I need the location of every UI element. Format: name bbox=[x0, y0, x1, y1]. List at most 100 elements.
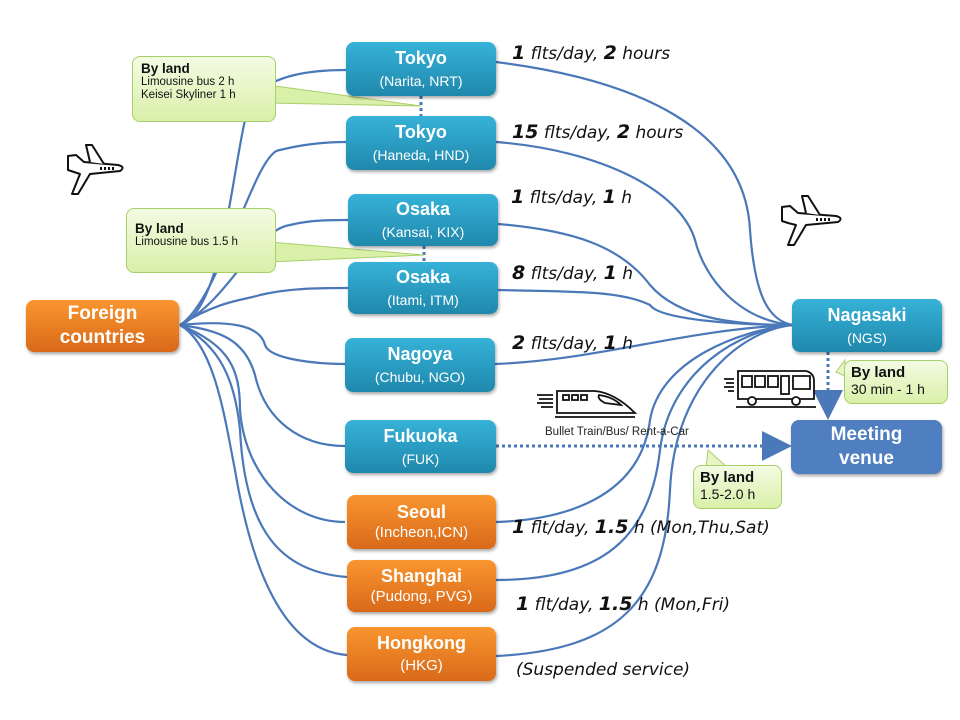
flight-freq-text: flts/day, bbox=[525, 334, 604, 354]
route-hkg-ngs bbox=[495, 323, 793, 658]
flight-duration: 1.5 bbox=[594, 516, 629, 538]
callout-heading: By land bbox=[700, 469, 755, 486]
flight-count: 1 bbox=[511, 186, 525, 208]
flight-freq-text: flts/day, bbox=[538, 123, 617, 143]
callout-line: 1.5-2.0 h bbox=[700, 486, 756, 502]
flight-count: 15 bbox=[512, 121, 539, 143]
flight-count: 1 bbox=[512, 42, 526, 64]
flight-duration-unit: h bbox=[616, 264, 634, 284]
airport-node-fuk[interactable]: Fukuoka (FUK) bbox=[345, 420, 496, 473]
callout-osaka-by-land: By land Limousine bus 1.5 h bbox=[126, 208, 276, 273]
flight-info-itm: 8 flts/day, 1 h bbox=[512, 262, 633, 284]
airport-city: Shanghai bbox=[380, 566, 462, 586]
flight-duration: 1 bbox=[603, 262, 617, 284]
airport-city: Tokyo bbox=[395, 48, 447, 68]
airplane-icon bbox=[67, 144, 124, 195]
origin-label-line1: Foreign bbox=[67, 303, 138, 324]
venue-label-line1: Meeting bbox=[830, 424, 903, 445]
airport-city: Tokyo bbox=[395, 122, 447, 142]
airport-node-ngo[interactable]: Nagoya (Chubu, NGO) bbox=[345, 338, 495, 392]
flight-count: 1 bbox=[516, 593, 530, 615]
callout-line: Keisei Skyliner 1 h bbox=[141, 89, 236, 101]
flight-duration: 1 bbox=[602, 186, 616, 208]
meeting-venue-node[interactable]: Meeting venue bbox=[791, 420, 942, 474]
flight-duration: 2 bbox=[603, 42, 617, 64]
airport-node-hnd[interactable]: Tokyo (Haneda, HND) bbox=[346, 116, 496, 170]
route-ngo-ngs bbox=[494, 323, 793, 366]
flight-info-kix: 1 flts/day, 1 h bbox=[511, 186, 632, 208]
destination-code: (NGS) bbox=[847, 329, 887, 346]
callout-heading: By land bbox=[135, 221, 184, 236]
destination-node-ngs[interactable]: Nagasaki (NGS) bbox=[792, 299, 942, 352]
route-pvg-ngs bbox=[495, 323, 793, 582]
airport-city: Osaka bbox=[395, 199, 451, 219]
route-origin-itm bbox=[179, 286, 349, 326]
flight-count: 2 bbox=[512, 332, 526, 354]
flight-info-nrt: 1 flts/day, 2 hours bbox=[512, 42, 670, 64]
airplane-icon bbox=[781, 195, 842, 246]
airport-code: (Narita, NRT) bbox=[379, 73, 463, 89]
airport-node-kix[interactable]: Osaka (Kansai, KIX) bbox=[348, 194, 498, 246]
airport-code: (Incheon,ICN) bbox=[374, 524, 469, 541]
airport-node-icn[interactable]: Seoul (Incheon,ICN) bbox=[347, 495, 496, 549]
origin-node[interactable]: Foreign countries bbox=[26, 300, 179, 352]
flight-freq-text: flt/day, bbox=[529, 595, 599, 615]
flight-freq-text: flts/day, bbox=[525, 264, 604, 284]
flight-info-hkg: (Suspended service) bbox=[516, 660, 690, 680]
airport-city: Nagoya bbox=[387, 344, 453, 364]
airport-code: (Chubu, NGO) bbox=[374, 369, 466, 385]
flight-freq-text: flt/day, bbox=[525, 518, 595, 538]
flight-duration: 1.5 bbox=[598, 593, 633, 615]
airport-node-itm[interactable]: Osaka (Itami, ITM) bbox=[348, 262, 498, 314]
flight-duration-unit: h bbox=[615, 188, 633, 208]
flight-count: 1 bbox=[512, 516, 526, 538]
flight-info-pvg: 1 flt/day, 1.5 h (Mon,Fri) bbox=[516, 593, 730, 615]
airport-code: (FUK) bbox=[401, 450, 440, 467]
route-origin-kix bbox=[179, 218, 349, 326]
flight-duration: 1 bbox=[603, 332, 617, 354]
airport-city: Seoul bbox=[396, 502, 446, 522]
flight-duration-unit: h (Mon,Fri) bbox=[632, 595, 731, 615]
flight-info-hnd: 15 flts/day, 2 hours bbox=[512, 121, 683, 143]
flight-duration-unit: hours bbox=[630, 123, 684, 143]
callout-line: 30 min - 1 h bbox=[851, 381, 925, 397]
origin-label-line2: countries bbox=[59, 327, 146, 348]
route-icn-ngs bbox=[495, 323, 793, 524]
airport-node-nrt[interactable]: Tokyo (Narita, NRT) bbox=[346, 42, 496, 96]
flight-duration-unit: h (Mon,Thu,Sat) bbox=[628, 518, 770, 538]
flight-duration-unit: h bbox=[616, 334, 634, 354]
callout-heading: By land bbox=[141, 61, 190, 76]
airport-code: (Kansai, KIX) bbox=[381, 224, 465, 240]
flight-freq-text: flts/day, bbox=[524, 188, 603, 208]
route-origin-hnd bbox=[179, 140, 347, 326]
flight-duration: 2 bbox=[616, 121, 631, 143]
airport-city: Fukuoka bbox=[383, 425, 458, 446]
route-itm-ngs bbox=[497, 288, 793, 327]
fukuoka-route-label: Bullet Train/Bus/ Rent-a-Car bbox=[545, 426, 689, 438]
route-origin-icn bbox=[179, 323, 346, 524]
airport-code: (Itami, ITM) bbox=[387, 292, 459, 308]
callout-line: Limousine bus 2 h bbox=[141, 76, 235, 88]
callout-nagasaki-by-land: By land 30 min - 1 h bbox=[844, 360, 948, 404]
bullet-train-icon bbox=[537, 390, 638, 418]
service-status: (Suspended service) bbox=[516, 660, 691, 680]
airport-code: (Pudong, PVG) bbox=[370, 588, 473, 605]
route-nrt-ngs bbox=[495, 60, 793, 327]
route-hnd-ngs bbox=[495, 140, 793, 327]
flight-duration-unit: hours bbox=[616, 44, 671, 64]
flight-count: 8 bbox=[512, 262, 526, 284]
callout-tokyo-by-land: By land Limousine bus 2 h Keisei Skyline… bbox=[132, 56, 276, 122]
airport-node-pvg[interactable]: Shanghai (Pudong, PVG) bbox=[347, 560, 496, 612]
callout-heading: By land bbox=[851, 364, 906, 381]
route-origin-pvg bbox=[179, 324, 348, 579]
airport-code: (HKG) bbox=[400, 657, 443, 674]
route-origin-ngo bbox=[179, 322, 346, 366]
airport-node-hkg[interactable]: Hongkong (HKG) bbox=[347, 627, 496, 681]
flight-info-ngo: 2 flts/day, 1 h bbox=[512, 332, 633, 354]
flight-info-icn: 1 flt/day, 1.5 h (Mon,Thu,Sat) bbox=[512, 516, 770, 538]
airport-city: Hongkong bbox=[377, 633, 466, 653]
callout-line: Limousine bus 1.5 h bbox=[135, 236, 238, 248]
flight-freq-text: flts/day, bbox=[525, 44, 604, 64]
venue-label-line2: venue bbox=[839, 448, 894, 469]
